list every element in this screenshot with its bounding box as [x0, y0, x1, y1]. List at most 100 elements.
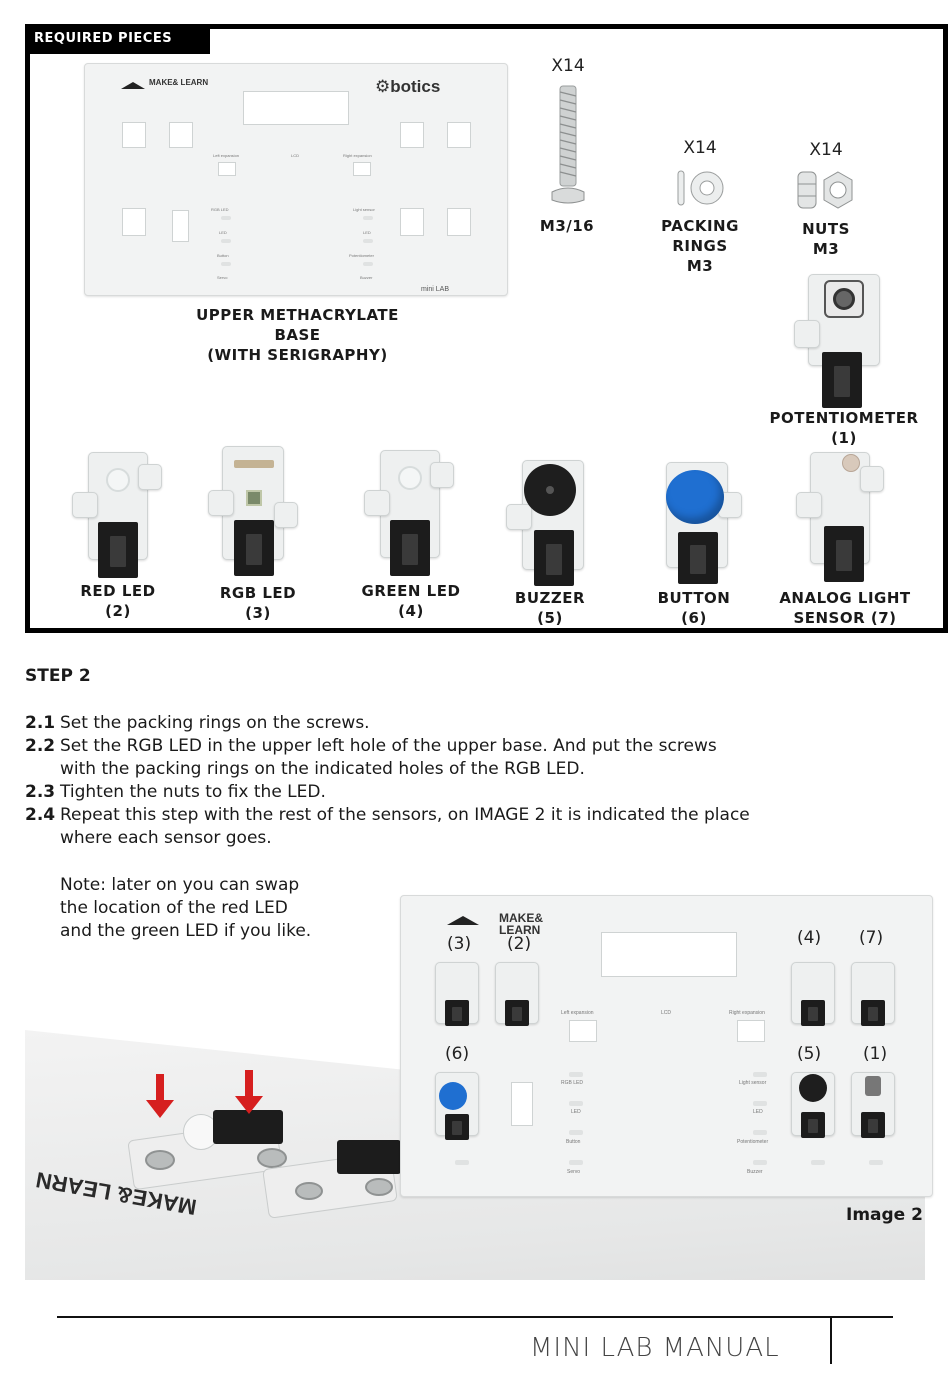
module-connector	[678, 532, 718, 584]
step-item-number: 2.1	[25, 713, 56, 733]
module-label-line: (2)	[105, 602, 131, 620]
packing-rings-label-line: PACKING	[661, 217, 739, 235]
board-slot	[811, 1160, 825, 1165]
logo-gear-icon: ⚙	[375, 77, 391, 96]
module-label-line: BUTTON	[657, 589, 731, 607]
board-hole	[122, 208, 146, 236]
step-item-number: 2.3	[25, 782, 56, 802]
step-item-number: 2.4	[25, 805, 56, 825]
nuts-label: NUTS M3	[786, 219, 866, 259]
module-pcb-tab	[208, 490, 234, 516]
screw-icon	[551, 85, 585, 204]
knob-dial-icon	[833, 288, 855, 310]
mounted-connector	[861, 1000, 885, 1026]
step-item-text: Tighten the nuts to fix the LED.	[60, 782, 326, 802]
module-connector	[390, 520, 430, 576]
module-pcb-tab	[364, 490, 390, 516]
module-pcb-tab	[138, 464, 162, 490]
board-text: Button	[217, 253, 229, 258]
position-label: (6)	[445, 1044, 470, 1064]
photo-screw	[145, 1150, 175, 1170]
mounted-connector	[445, 1000, 469, 1026]
board-text: LED	[571, 1109, 581, 1115]
screws-label: M3/16	[527, 216, 607, 236]
board-text: Buzzer	[360, 275, 373, 280]
board-logo: ⚙botics	[375, 77, 440, 97]
board-slot	[363, 239, 373, 243]
potentiometer-knob	[824, 280, 864, 318]
mounted-connector	[801, 1112, 825, 1138]
board-text: RGB LED	[211, 207, 229, 212]
module-pcb-tab	[796, 492, 822, 518]
nut-icon	[797, 171, 853, 209]
button-cap-icon	[666, 470, 724, 524]
board-text: Right expansion	[729, 1010, 765, 1016]
board-slot	[753, 1160, 767, 1165]
module-pcb-tab	[860, 466, 884, 492]
position-label: (1)	[863, 1044, 888, 1064]
board-text: Right expansion	[343, 153, 372, 158]
photo-screw	[257, 1148, 287, 1168]
required-pieces-header: REQUIRED PIECES	[25, 24, 210, 54]
note-line: and the green LED if you like.	[60, 921, 312, 941]
mounted-connector	[861, 1112, 885, 1138]
module-label-line: SENSOR (7)	[793, 609, 897, 627]
buzzer-hole	[546, 486, 554, 494]
green-led-module	[364, 450, 456, 578]
board-hole	[169, 122, 193, 148]
ldr-sensor-icon	[842, 454, 860, 472]
module-connector	[822, 352, 862, 408]
board-text: LCD	[661, 1010, 672, 1016]
board-text: Potentiometer	[737, 1139, 769, 1145]
module-label-line: (5)	[537, 609, 563, 627]
board-slot	[569, 1130, 583, 1135]
potentiometer-label: POTENTIOMETER (1)	[744, 408, 944, 448]
upper-base-label-line: UPPER METHACRYLATE	[196, 306, 399, 324]
board-hole	[400, 208, 424, 236]
footer-divider	[830, 1318, 832, 1364]
board-text: LED	[753, 1109, 763, 1115]
red-led-module	[72, 452, 164, 580]
packing-rings-label: PACKING RINGS M3	[645, 216, 755, 276]
board-text: Light sensor	[353, 207, 375, 212]
light-sensor-label: ANALOG LIGHT SENSOR (7)	[760, 588, 930, 628]
board-text: Button	[566, 1139, 581, 1145]
step-item-text: Set the RGB LED in the upper left hole o…	[60, 736, 717, 756]
graduation-cap-icon	[121, 82, 145, 89]
board-text: RGB LED	[561, 1080, 583, 1086]
board-hole	[511, 1082, 533, 1126]
position-label: (4)	[797, 928, 822, 948]
mounted-connector	[801, 1000, 825, 1026]
board-hole	[447, 208, 471, 236]
board-logo-text: botics	[390, 77, 441, 96]
step-item-continuation: with the packing rings on the indicated …	[60, 759, 585, 779]
board-slot	[869, 1160, 883, 1165]
step-item-text: Set the packing rings on the screws.	[60, 713, 370, 733]
red-arrow-icon	[235, 1070, 263, 1114]
mounted-connector	[445, 1114, 469, 1140]
module-pcb-tab	[430, 462, 454, 488]
board-slot	[753, 1101, 767, 1106]
button-module	[652, 462, 744, 586]
nuts-label-line: M3	[812, 240, 840, 258]
image2-caption: Image 2	[846, 1205, 923, 1225]
green-led-label: GREEN LED (4)	[346, 581, 476, 621]
module-pcb-tab	[794, 320, 820, 348]
footer-title: MINI LAB MANUAL	[530, 1333, 780, 1363]
led-lens	[106, 468, 130, 492]
mounted-connector	[505, 1000, 529, 1026]
potentiometer-knob	[865, 1076, 881, 1096]
position-label: (2)	[507, 934, 532, 954]
buzzer-label: BUZZER (5)	[490, 588, 610, 628]
upper-base-label-line: (WITH SERIGRAPHY)	[207, 346, 388, 364]
light-sensor-module	[796, 452, 888, 584]
module-label-line: ANALOG LIGHT	[779, 589, 911, 607]
board-text: Light sensor	[739, 1080, 767, 1086]
module-label-line: (6)	[681, 609, 707, 627]
step-item-continuation: where each sensor goes.	[60, 828, 272, 848]
module-connector	[98, 522, 138, 578]
upper-base-label-line: BASE	[274, 326, 321, 344]
module-connector	[534, 530, 574, 586]
